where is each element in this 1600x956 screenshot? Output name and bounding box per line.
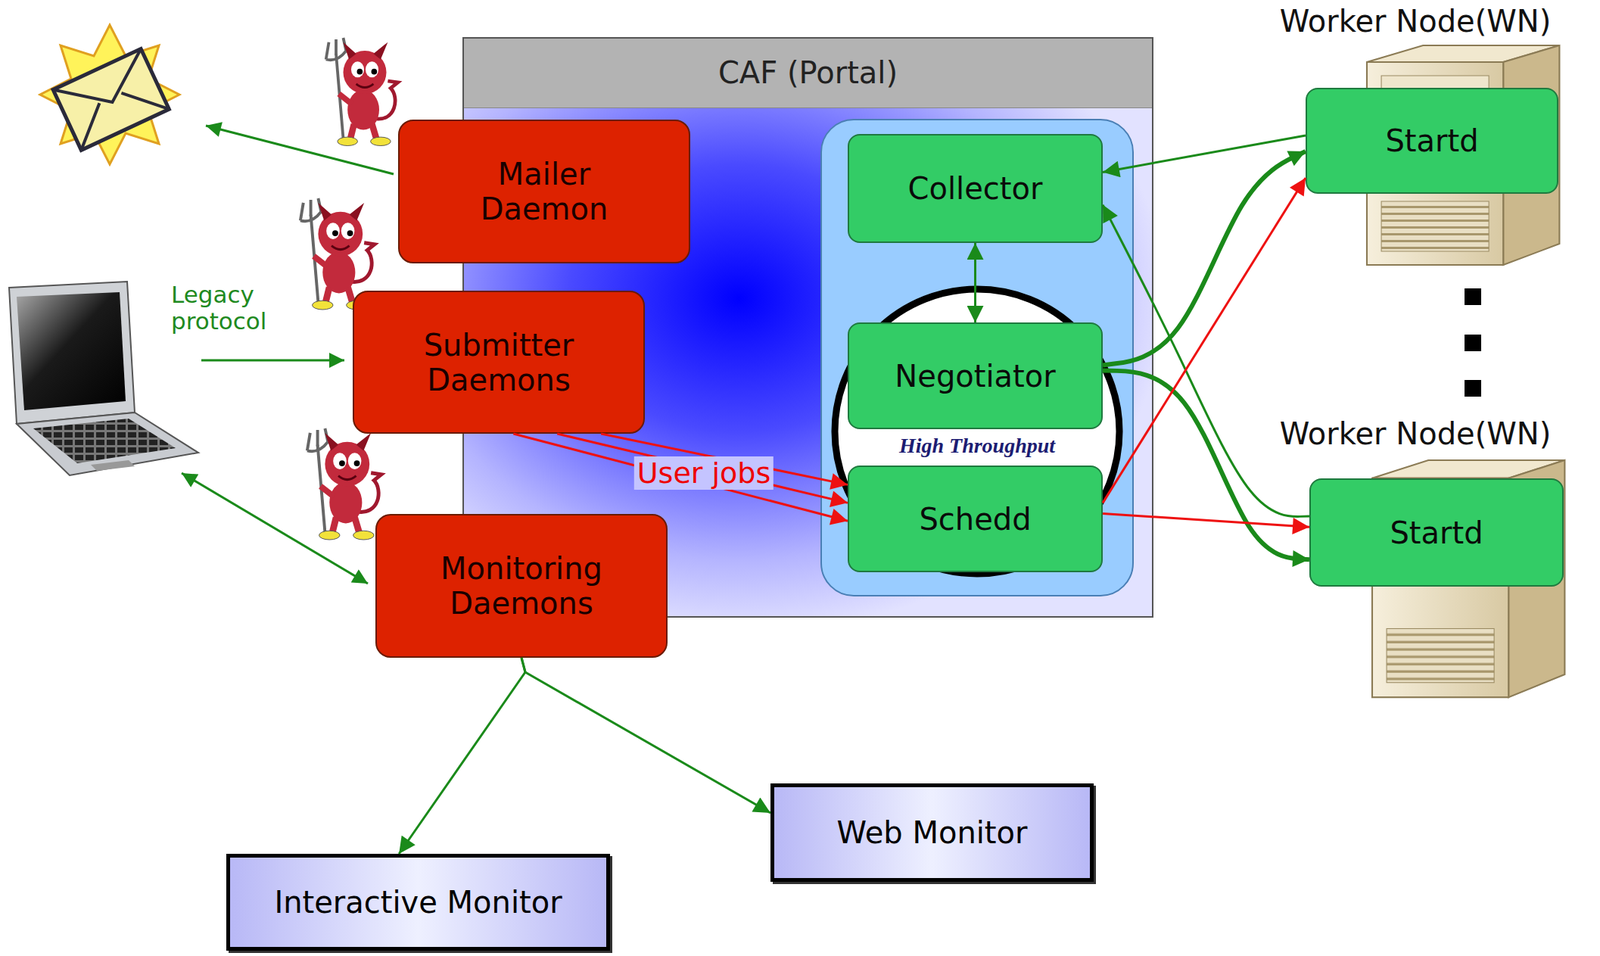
continuation-dots [1464, 379, 1482, 397]
laptop-icon [9, 281, 135, 424]
daemon-box: Monitoring Daemons [375, 513, 668, 658]
laptop-icon [33, 418, 176, 464]
continuation-dots [1464, 288, 1482, 397]
illustration [307, 428, 382, 540]
node-heading: Worker Node(WN) [1279, 416, 1552, 452]
laptop-icon [16, 412, 199, 476]
flow-arrow [201, 359, 345, 362]
laptop-icon [16, 292, 126, 411]
condor-system-box: High Throughput CollectorNegotiatorSchedd [820, 118, 1134, 597]
node-heading: Worker Node(WN) [1279, 3, 1552, 39]
node-label: Mailer Daemon [438, 156, 651, 227]
continuation-dots [1464, 334, 1482, 352]
node-label: Submitter Daemons [392, 327, 605, 398]
node-label: Collector [908, 171, 1043, 206]
laptop-icon [90, 460, 135, 471]
service-box: Schedd [847, 465, 1103, 573]
daemon-box: Submitter Daemons [352, 290, 645, 434]
mail-icon [40, 24, 180, 165]
laptop-icon [9, 281, 199, 476]
monitor-box: Web Monitor [770, 783, 1094, 882]
connector [521, 657, 771, 813]
node-label: Schedd [918, 501, 1031, 537]
node-label: Startd [1389, 515, 1483, 551]
annotation: Legacy protocol [171, 281, 304, 334]
mail-icon [52, 48, 169, 150]
flow-arrow [181, 473, 368, 584]
node-label: Web Monitor [837, 815, 1028, 850]
service-box: Startd [1309, 478, 1564, 587]
connector [398, 657, 526, 854]
illustration [326, 37, 399, 147]
condor-logo [834, 289, 1120, 574]
service-box: Collector [847, 133, 1103, 243]
service-box: Startd [1305, 87, 1559, 194]
edge-label: User jobs [634, 456, 774, 490]
mail-icon [52, 48, 169, 150]
worker-node: Worker Node(WN) Startd [1241, 416, 1590, 704]
node-label: Negotiator [894, 358, 1056, 394]
node-label: Startd [1385, 123, 1479, 159]
node-heading: CAF (Portal) [463, 38, 1152, 109]
worker-node: Worker Node(WN) Startd [1241, 3, 1590, 284]
service-box: Negotiator [847, 322, 1103, 430]
flow-arrow [205, 125, 394, 175]
mail-icon [40, 24, 180, 165]
node-label: High Throughput [899, 433, 1056, 458]
node-label: Interactive Monitor [273, 884, 562, 920]
continuation-dots [1464, 288, 1482, 306]
mail-icon [52, 48, 169, 150]
node-label: Monitoring Daemons [415, 550, 628, 621]
monitor-box: Interactive Monitor [226, 853, 611, 951]
daemon-box: Mailer Daemon [398, 119, 691, 264]
